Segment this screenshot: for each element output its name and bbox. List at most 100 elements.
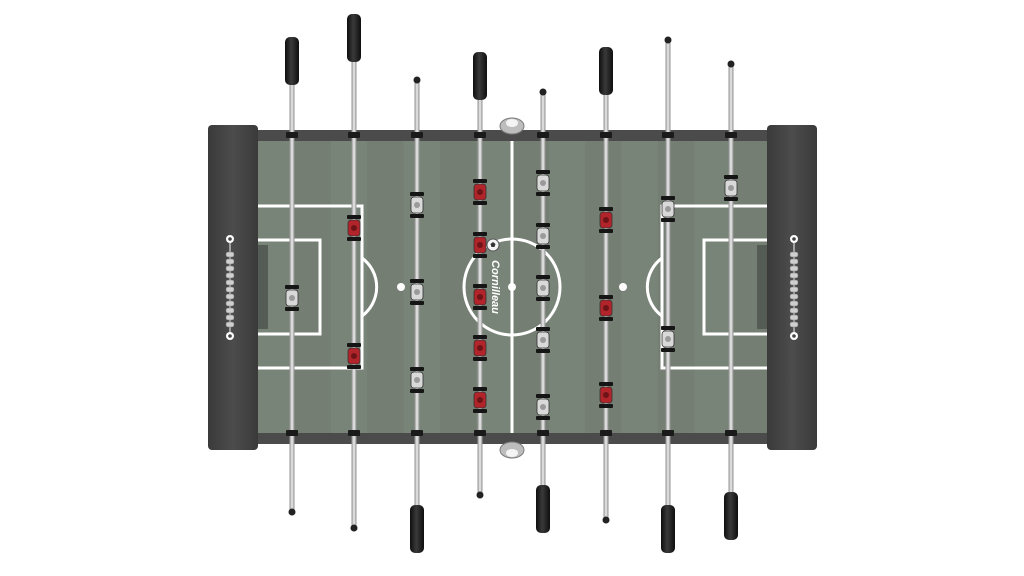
goal-left [258, 245, 268, 329]
rod-2[interactable] [347, 14, 361, 532]
player-figure[interactable] [473, 232, 487, 258]
right-goal-area [702, 238, 767, 336]
center-circle [462, 237, 562, 337]
field-stripe [694, 141, 731, 433]
score-bead[interactable] [225, 300, 235, 307]
score-bead[interactable] [789, 279, 799, 286]
brand-logo: Cornilleau [489, 260, 501, 314]
center-spot [508, 283, 516, 291]
rod-handle[interactable] [410, 505, 424, 553]
rod-4[interactable] [473, 52, 487, 499]
player-figure[interactable] [473, 179, 487, 205]
score-bead[interactable] [225, 265, 235, 272]
rod-bumper [600, 430, 612, 436]
rod-shaft[interactable] [351, 22, 357, 528]
score-bead[interactable] [225, 314, 235, 321]
score-bead[interactable] [789, 272, 799, 279]
rods [285, 14, 738, 553]
score-bead[interactable] [789, 314, 799, 321]
score-counter-left[interactable] [225, 235, 235, 340]
rod-bumper [286, 132, 298, 138]
rod-shaft[interactable] [665, 40, 671, 545]
score-bead[interactable] [789, 307, 799, 314]
left-penalty-arc [361, 256, 379, 318]
score-bead[interactable] [789, 300, 799, 307]
rod-shaft[interactable] [540, 92, 546, 525]
ball-entry-top [499, 117, 525, 135]
left-penalty-spot [397, 283, 405, 291]
rod-end-cap [539, 88, 547, 96]
field-stripe [621, 141, 658, 433]
right-penalty-spot [619, 283, 627, 291]
player-figure[interactable] [536, 275, 550, 301]
player-figure[interactable] [347, 343, 361, 369]
rod-bumper [662, 430, 674, 436]
player-figure[interactable] [410, 192, 424, 218]
player-figure[interactable] [285, 285, 299, 311]
score-bead[interactable] [225, 258, 235, 265]
player-figure[interactable] [473, 284, 487, 310]
rod-shaft[interactable] [414, 80, 420, 545]
player-figure[interactable] [599, 295, 613, 321]
rod-handle[interactable] [724, 492, 738, 540]
player-figure[interactable] [473, 335, 487, 361]
rod-bumper [600, 132, 612, 138]
score-bead[interactable] [225, 293, 235, 300]
rod-6[interactable] [599, 47, 613, 524]
rod-handle[interactable] [285, 37, 299, 85]
player-figure[interactable] [599, 382, 613, 408]
score-bead[interactable] [789, 321, 799, 328]
rod-handle[interactable] [536, 485, 550, 533]
rod-shaft[interactable] [603, 55, 609, 520]
player-figure[interactable] [661, 196, 675, 222]
player-figure[interactable] [347, 215, 361, 241]
player-figure[interactable] [473, 387, 487, 413]
rod-3[interactable] [410, 76, 424, 554]
rod-8[interactable] [724, 60, 738, 541]
player-figure[interactable] [724, 175, 738, 201]
rod-end-cap [727, 60, 735, 68]
rod-bumper [662, 132, 674, 138]
rod-handle[interactable] [661, 505, 675, 553]
field-spots [397, 283, 627, 291]
rod-1[interactable] [285, 37, 299, 516]
score-bead[interactable] [225, 272, 235, 279]
score-bead[interactable] [225, 251, 235, 258]
score-bead[interactable] [789, 286, 799, 293]
score-bead[interactable] [789, 293, 799, 300]
rod-bumper [537, 132, 549, 138]
player-figure[interactable] [536, 394, 550, 420]
player-figure[interactable] [599, 207, 613, 233]
score-bead[interactable] [789, 251, 799, 258]
player-figure[interactable] [661, 326, 675, 352]
rod-bumper [725, 430, 737, 436]
score-bead[interactable] [225, 279, 235, 286]
score-bead[interactable] [789, 265, 799, 272]
rod-bumper [286, 430, 298, 436]
rod-end-cap [664, 36, 672, 44]
score-counter-right[interactable] [789, 235, 799, 340]
rod-bumper [474, 430, 486, 436]
player-figure[interactable] [410, 367, 424, 393]
rod-bumper [474, 132, 486, 138]
score-bead[interactable] [225, 286, 235, 293]
player-figure[interactable] [536, 223, 550, 249]
score-bead[interactable] [225, 307, 235, 314]
player-figure[interactable] [536, 327, 550, 353]
playing-field [258, 141, 767, 433]
left-penalty-area [258, 204, 364, 370]
rod-5[interactable] [536, 88, 550, 534]
rod-handle[interactable] [347, 14, 361, 62]
score-bead[interactable] [789, 258, 799, 265]
rod-shaft[interactable] [728, 64, 734, 532]
rod-shaft[interactable] [477, 60, 483, 495]
rod-handle[interactable] [599, 47, 613, 95]
rod-shaft[interactable] [289, 45, 295, 512]
rod-handle[interactable] [473, 52, 487, 100]
soccer-ball-icon[interactable] [486, 238, 500, 252]
player-figure[interactable] [410, 279, 424, 305]
rod-7[interactable] [661, 36, 675, 554]
score-bead[interactable] [225, 321, 235, 328]
player-figure[interactable] [536, 170, 550, 196]
